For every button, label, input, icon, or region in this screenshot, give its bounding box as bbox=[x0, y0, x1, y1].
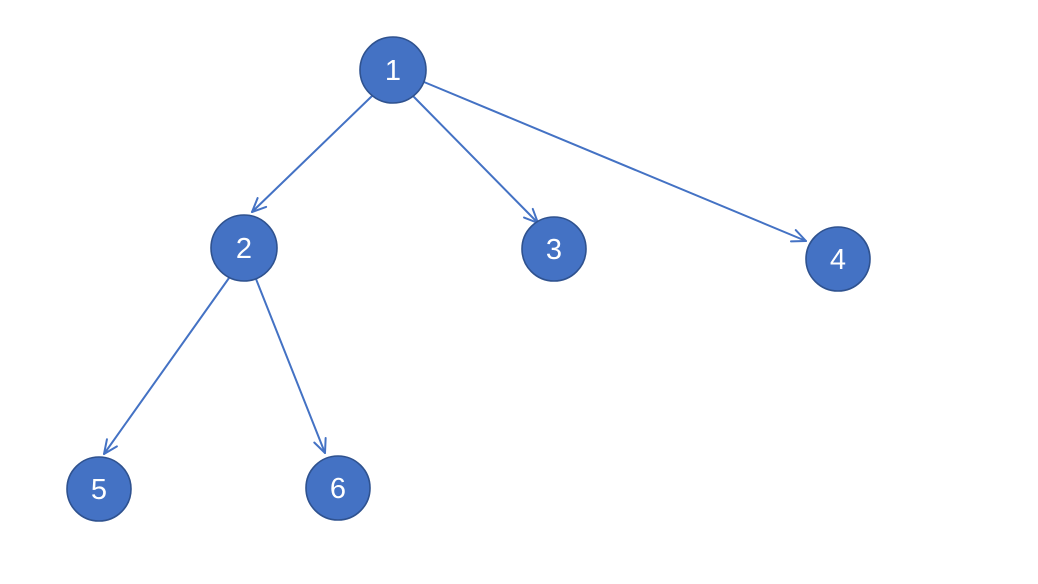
node-6[interactable]: 6 bbox=[305, 455, 371, 521]
node-5[interactable]: 5 bbox=[66, 456, 132, 522]
node-4[interactable]: 4 bbox=[805, 226, 871, 292]
edge-1-to-4[interactable] bbox=[423, 81, 807, 242]
arrowhead-2-to-5 bbox=[103, 438, 118, 455]
edge-2-to-5[interactable] bbox=[103, 277, 230, 455]
node-1[interactable]: 1 bbox=[359, 36, 427, 104]
arrowhead-1-to-4 bbox=[790, 229, 807, 243]
edge-1-to-3[interactable] bbox=[413, 96, 539, 224]
node-circle-3[interactable] bbox=[521, 216, 587, 282]
arrowhead-1-to-2 bbox=[251, 197, 268, 213]
node-2[interactable]: 2 bbox=[210, 214, 278, 282]
edge-2-to-6[interactable] bbox=[255, 278, 326, 454]
edges-layer bbox=[103, 81, 807, 455]
node-3[interactable]: 3 bbox=[521, 216, 587, 282]
arrowheads-layer bbox=[103, 197, 807, 455]
node-circle-1[interactable] bbox=[359, 36, 427, 104]
node-circle-6[interactable] bbox=[305, 455, 371, 521]
node-circle-4[interactable] bbox=[805, 226, 871, 292]
edge-1-to-2[interactable] bbox=[251, 95, 373, 213]
node-circle-5[interactable] bbox=[66, 456, 132, 522]
arrowhead-2-to-6 bbox=[313, 437, 327, 454]
node-circle-2[interactable] bbox=[210, 214, 278, 282]
nodes-layer: 1 2 3 4 5 6 bbox=[66, 36, 871, 522]
